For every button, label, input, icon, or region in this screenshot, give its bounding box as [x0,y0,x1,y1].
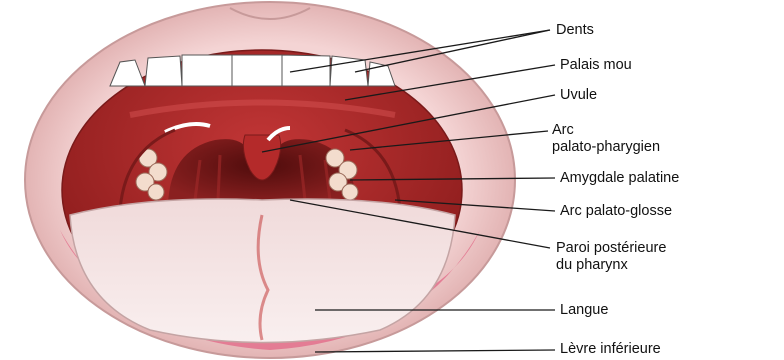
label-arc-palato-pharygien-1: Arc [552,122,574,139]
label-levre-inferieure: Lèvre inférieure [560,341,661,358]
upper-teeth [110,55,395,86]
label-langue: Langue [560,302,608,319]
label-paroi-2: du pharynx [556,257,628,274]
label-amygdale-palatine: Amygdale palatine [560,170,679,187]
label-paroi-1: Paroi postérieure [556,240,666,257]
label-palais-mou: Palais mou [560,57,632,74]
leader-levre [315,350,555,352]
label-arc-palato-pharygien-2: palato-pharygien [552,139,660,156]
label-arc-palato-glosse: Arc palato-glosse [560,203,672,220]
label-uvule: Uvule [560,87,597,104]
label-dents: Dents [556,22,594,39]
